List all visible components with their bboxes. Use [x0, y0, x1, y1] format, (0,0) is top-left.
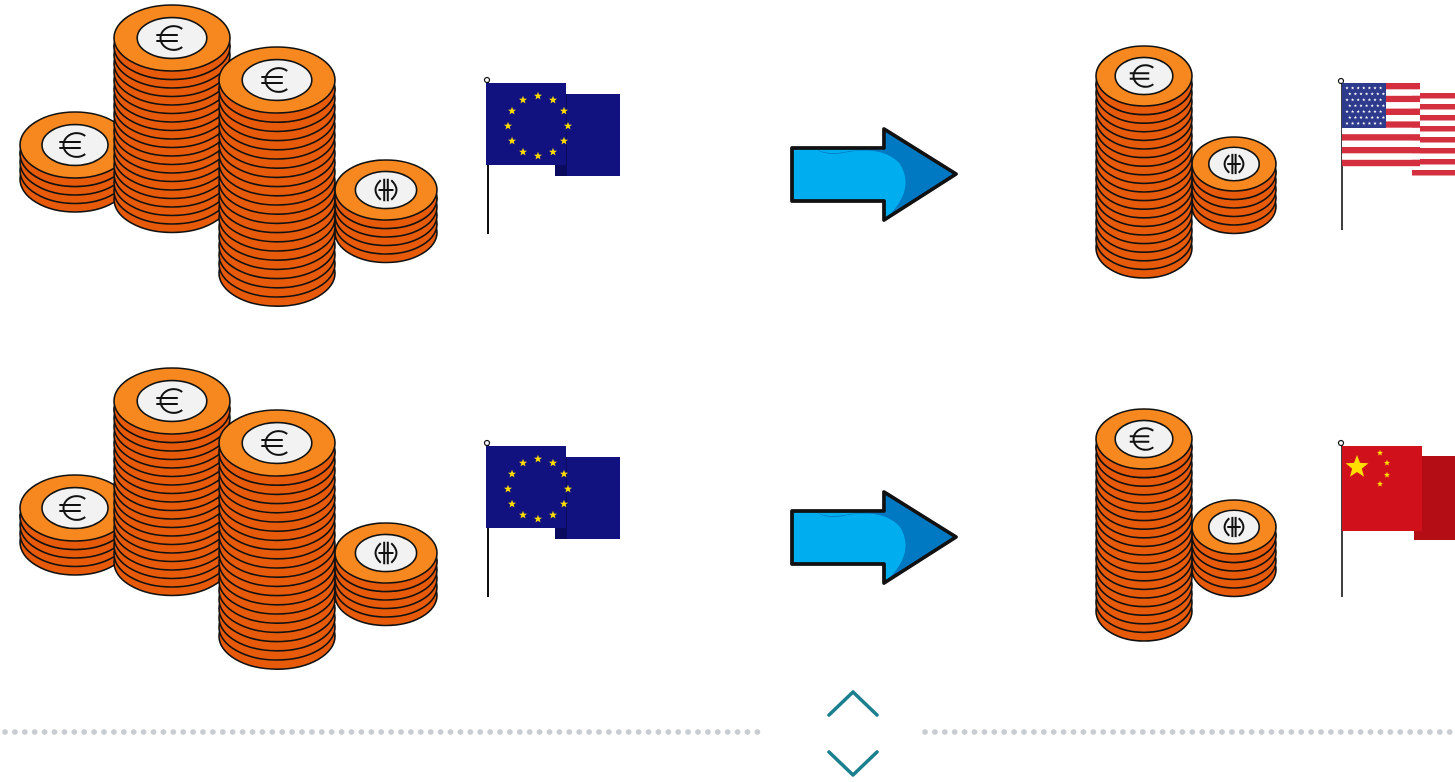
- coin-stack-icon: [1095, 408, 1277, 642]
- conversion-row-cny: [0, 363, 1455, 683]
- euro-coin-stacks-icon: [19, 367, 438, 671]
- previous-button[interactable]: [824, 684, 882, 722]
- us-flag-icon: [1337, 77, 1455, 230]
- china-flag-icon: [1337, 439, 1455, 597]
- dotted-divider-right: [920, 727, 1455, 737]
- euro-coin-stacks-icon: [19, 4, 438, 308]
- eu-flag-icon: [483, 439, 620, 597]
- coin-stack-icon: [1095, 45, 1277, 279]
- conversion-row-usd: [0, 0, 1455, 320]
- right-arrow-icon: [790, 490, 958, 585]
- chevron-down-icon: [827, 750, 879, 777]
- dotted-divider-left: [0, 727, 770, 737]
- next-button[interactable]: [824, 746, 882, 782]
- chevron-up-icon: [827, 690, 879, 717]
- eu-flag-icon: [483, 76, 620, 234]
- right-arrow-icon: [790, 127, 958, 222]
- conversion-scene: [0, 0, 1455, 683]
